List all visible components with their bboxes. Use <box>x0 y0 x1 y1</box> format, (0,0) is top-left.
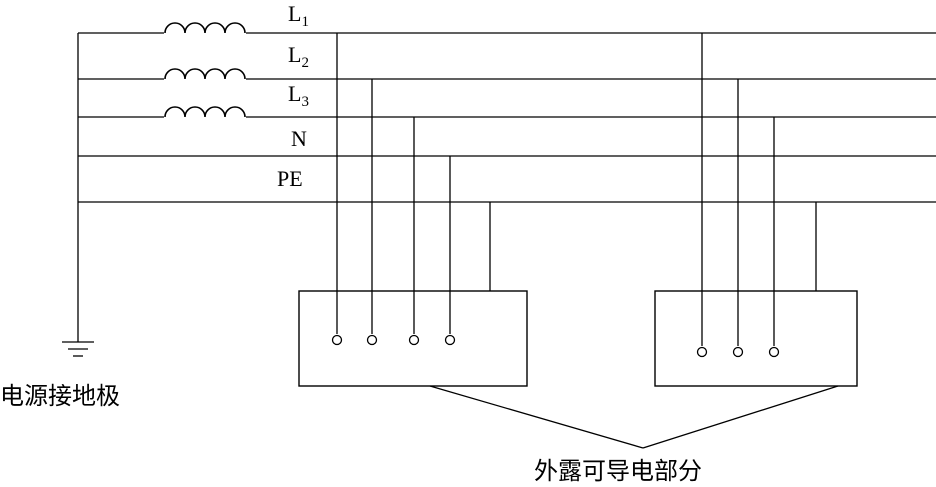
source-earth-electrode-label: 电源接地极 <box>0 382 120 410</box>
equipment-enclosure-1 <box>298 290 528 387</box>
equipment-2-terminal <box>696 346 708 358</box>
leader-line-right <box>642 385 839 449</box>
equipment-1-terminal <box>331 334 343 346</box>
equipment-1-terminal <box>366 334 378 346</box>
conductor-n-label: N <box>291 126 307 151</box>
equipment-1-terminal <box>408 334 420 346</box>
equipment-2-terminal <box>732 346 744 358</box>
equipment-enclosure-2 <box>654 290 858 387</box>
earth-symbol-icon <box>62 341 94 357</box>
conductor-l3-label: L3 <box>288 81 309 110</box>
conductor-pe-label: PE <box>277 166 303 191</box>
conductor-l1-label: L1 <box>288 1 309 30</box>
inductor-l3-icon <box>164 106 246 120</box>
inductor-l1-icon <box>164 22 246 36</box>
inductor-l2-icon <box>164 68 246 82</box>
exposed-conductive-parts-label: 外露可导电部分 <box>534 457 702 485</box>
leader-line-left <box>429 385 644 449</box>
conductor-l2-label: L2 <box>288 42 309 71</box>
equipment-2-terminal <box>768 346 780 358</box>
equipment-1-terminal <box>444 334 456 346</box>
